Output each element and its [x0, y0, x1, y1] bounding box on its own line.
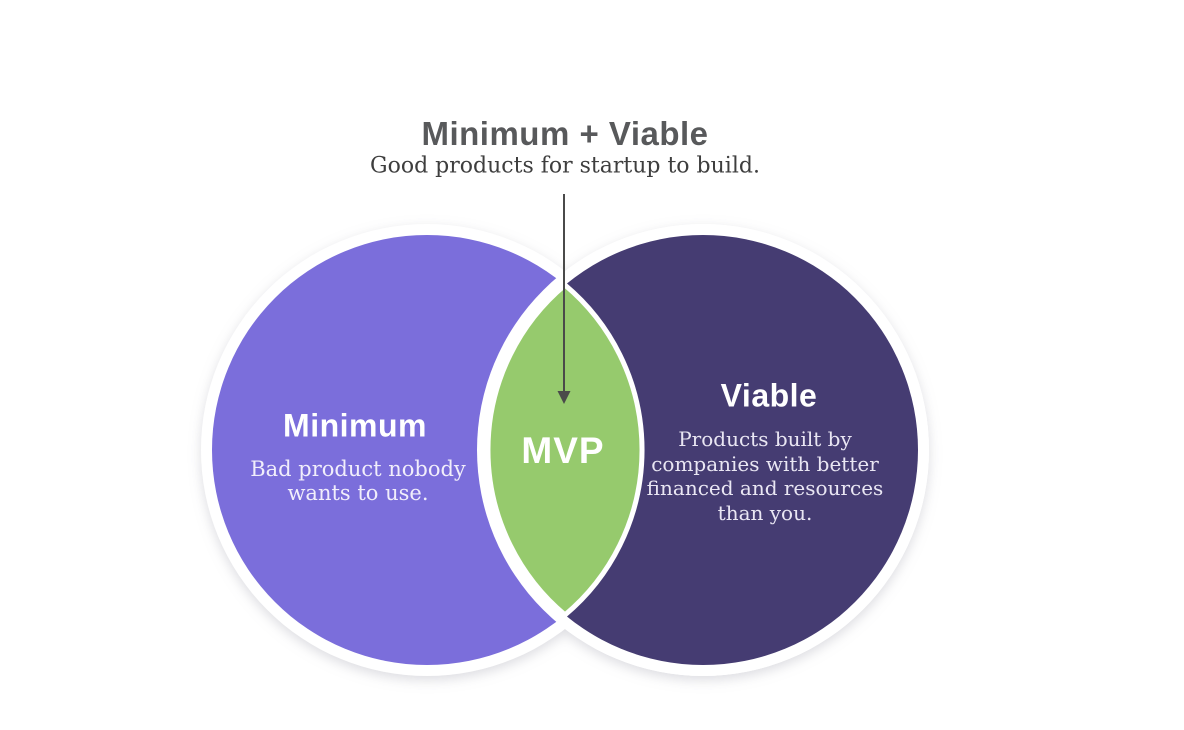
diagram-title: Minimum + Viable — [421, 115, 709, 152]
minimum-description: Bad product nobody wants to use. — [250, 457, 466, 505]
minimum-heading: Minimum — [283, 407, 427, 444]
arrow-down-icon — [557, 194, 571, 404]
viable-heading: Viable — [720, 377, 818, 414]
mvp-intersection-lens — [485, 281, 645, 619]
diagram-subtitle: Good products for startup to build. — [370, 153, 760, 179]
mvp-label: MVP — [521, 430, 605, 471]
viable-description: Products built by companies with better … — [646, 427, 884, 525]
